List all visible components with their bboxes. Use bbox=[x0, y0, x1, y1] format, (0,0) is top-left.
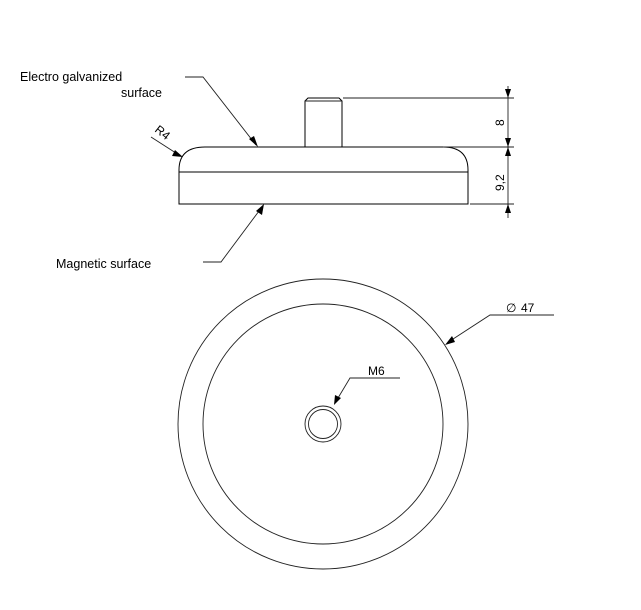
arrowhead-icon bbox=[172, 150, 183, 157]
stud-inner-circle bbox=[308, 409, 338, 439]
leader-diameter: ∅ 47 bbox=[445, 301, 554, 345]
leader-line bbox=[337, 377, 400, 399]
leader-thread: M6 bbox=[334, 364, 400, 405]
inner-circle bbox=[202, 303, 444, 545]
label-surface: surface bbox=[121, 86, 162, 100]
vertical-dimensions: 8 9,2 bbox=[343, 86, 514, 218]
arrowhead-icon bbox=[505, 147, 511, 156]
leader-galvanized-surface: Electro galvanized surface bbox=[20, 70, 258, 147]
outer-circle bbox=[177, 278, 469, 570]
arrowhead-icon bbox=[505, 138, 511, 147]
magnet-body-outline bbox=[178, 146, 469, 205]
dim-diameter: 47 bbox=[521, 301, 535, 315]
dim-thread: M6 bbox=[368, 364, 385, 378]
dim-body-height: 9,2 bbox=[493, 174, 507, 191]
stud-outer-circle bbox=[304, 405, 342, 443]
threaded-stud bbox=[304, 97, 343, 147]
label-magnetic-surface: Magnetic surface bbox=[56, 257, 151, 271]
diameter-symbol-icon: ∅ bbox=[506, 301, 516, 315]
arrowhead-icon bbox=[256, 204, 264, 215]
arrowhead-icon bbox=[334, 395, 341, 405]
leader-line bbox=[449, 314, 554, 342]
arrowhead-icon bbox=[249, 136, 258, 147]
top-view bbox=[177, 278, 469, 570]
side-view bbox=[178, 97, 469, 205]
arrowhead-icon bbox=[445, 336, 455, 345]
arrowhead-icon bbox=[505, 89, 511, 98]
leader-radius: R4 bbox=[150, 122, 183, 157]
leader-magnetic-surface: Magnetic surface bbox=[56, 204, 264, 271]
label-electro-galvanized: Electro galvanized bbox=[20, 70, 122, 84]
leader-line bbox=[185, 76, 257, 146]
arrowhead-icon bbox=[505, 204, 511, 213]
dim-stud-height: 8 bbox=[493, 119, 507, 126]
leader-line bbox=[203, 206, 263, 263]
